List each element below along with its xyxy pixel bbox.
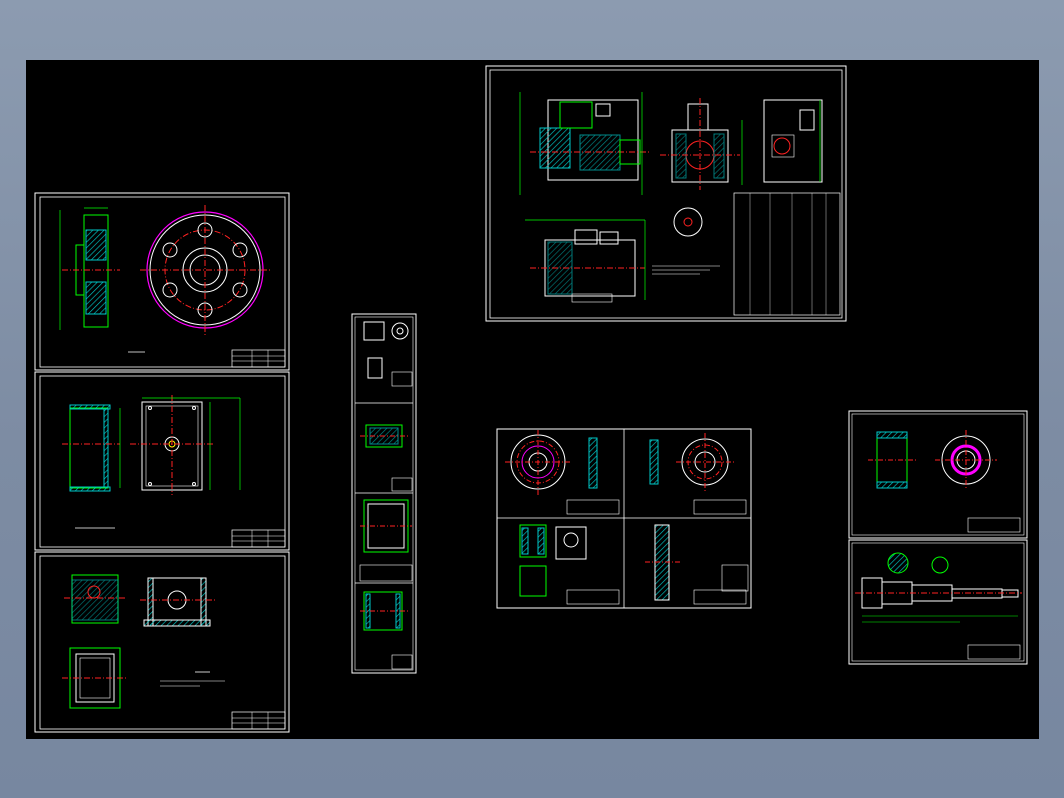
assembly-side-view <box>660 98 743 190</box>
shaft-sheet[interactable] <box>848 410 1028 665</box>
housing-plate-sheet[interactable] <box>34 371 290 551</box>
title-block <box>231 711 286 730</box>
housing-section-view <box>62 404 121 492</box>
assembly-sheet[interactable] <box>485 65 847 322</box>
four-part-sheet[interactable] <box>496 428 752 609</box>
housing-plate-front-view <box>130 395 241 495</box>
flange-section-view <box>59 207 120 330</box>
title-block <box>231 349 286 368</box>
parts-list-table <box>733 192 841 316</box>
assembly-lower-view <box>525 219 646 303</box>
assembly-small-disc <box>673 207 703 237</box>
assembly-notes <box>652 265 720 275</box>
flange-disc-sheet[interactable] <box>34 192 290 371</box>
flange-disc-front-view <box>140 205 270 335</box>
assembly-detail-view <box>763 99 823 183</box>
narrow-parts-strip[interactable] <box>351 313 417 674</box>
assembly-main-section <box>519 92 650 195</box>
box-top-view <box>62 647 128 709</box>
box-side-view <box>64 574 126 624</box>
box-front-section <box>140 577 215 627</box>
box-housing-sheet[interactable] <box>34 551 290 733</box>
title-block <box>231 529 286 548</box>
